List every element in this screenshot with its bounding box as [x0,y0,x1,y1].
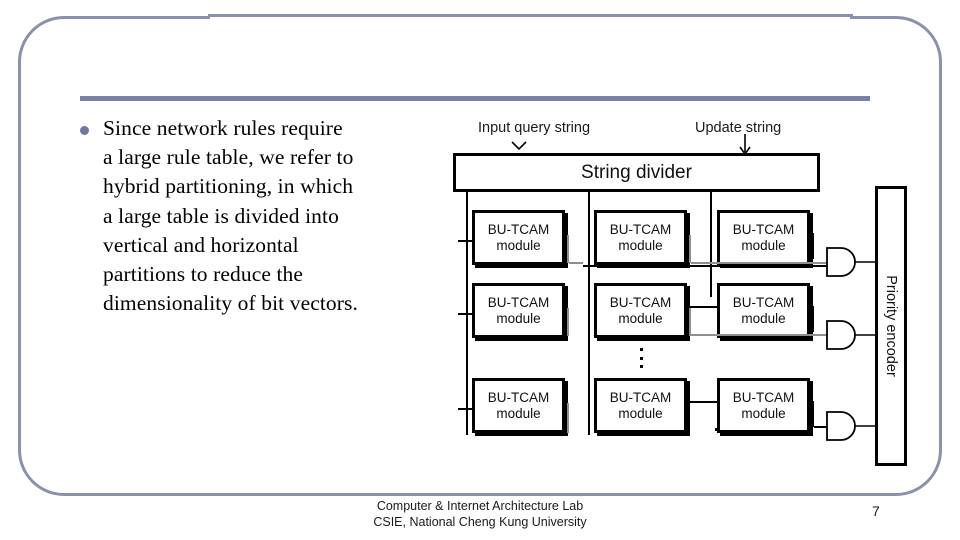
match-wire-r1c1-h [569,262,583,264]
module-label-line1: BU-TCAM [609,389,672,405]
bullet-list-item: Since network rules require a large rule… [80,114,440,318]
module-label-line2: module [496,237,541,253]
title-rule [80,96,870,101]
stub-r3c1 [458,408,474,410]
page-number: 7 [872,503,880,519]
input-query-arrow-icon [511,141,527,151]
module-label-line1: BU-TCAM [609,294,672,310]
bus-col2 [588,192,590,435]
match-wire-r2c1 [567,308,569,336]
match-wire-r2c2 [689,308,691,336]
architecture-diagram: Input query string Update string String … [440,110,940,480]
match-bus-r2 [691,334,831,336]
string-divider-label: String divider [581,161,692,183]
module-label-line2: module [618,310,663,326]
slide-frame-top-line [208,14,853,17]
bus-col3 [710,192,712,297]
footer-text: Computer & Internet Architecture Lab CSI… [373,499,587,529]
and-gate-r3-icon [826,411,875,441]
bu-tcam-module-r3c2: BU-TCAM module [594,378,687,433]
match-wire-r2c3 [812,306,814,332]
bu-tcam-module-r3c3: BU-TCAM module [717,378,810,433]
module-label-line1: BU-TCAM [732,221,795,237]
module-label-line1: BU-TCAM [487,389,550,405]
bu-tcam-module-r2c3: BU-TCAM module [717,283,810,338]
match-wire-r1c2-h [691,262,831,264]
bu-tcam-module-r1c1: BU-TCAM module [472,210,565,265]
bullet-text: Since network rules require a large rule… [103,116,358,316]
priority-encoder-label: Priority encoder [883,275,900,377]
link-r2c2-r2c3 [689,306,719,308]
stub-r2c1 [458,313,474,315]
module-label-line2: module [741,310,786,326]
match-wire-r3c1 [567,403,569,433]
module-label-line1: BU-TCAM [732,294,795,310]
module-label-line2: module [618,237,663,253]
update-string-label: Update string [695,120,782,136]
match-wire-r3c3-h [814,426,828,428]
bu-tcam-module-r1c2: BU-TCAM module [594,210,687,265]
module-label-line2: module [741,237,786,253]
match-wire-r3c3 [812,401,814,427]
module-label-line1: BU-TCAM [487,294,550,310]
module-label-line1: BU-TCAM [609,221,672,237]
stub-r1c1 [458,240,474,242]
match-wire-r1c2 [689,235,691,263]
link-r3c2-r3c3 [689,401,719,403]
module-label-line2: module [496,310,541,326]
module-label-line1: BU-TCAM [487,221,550,237]
module-label-line2: module [496,405,541,421]
module-label-line2: module [741,405,786,421]
module-label-line1: BU-TCAM [732,389,795,405]
input-query-string-label: Input query string [478,120,591,136]
vertical-ellipsis-small-icon [715,428,718,436]
vertical-ellipsis-icon [640,348,643,368]
bu-tcam-module-r1c3: BU-TCAM module [717,210,810,265]
bu-tcam-module-r2c2: BU-TCAM module [594,283,687,338]
match-bus-r1 [583,265,833,267]
match-wire-r1c1 [567,235,569,263]
bu-tcam-module-r3c1: BU-TCAM module [472,378,565,433]
bu-tcam-module-r2c1: BU-TCAM module [472,283,565,338]
and-gate-r1-icon [826,247,875,277]
match-wire-r1c3 [812,233,814,259]
priority-encoder-box: Priority encoder [875,186,907,466]
module-label-line2: module [618,405,663,421]
string-divider-box: String divider [453,153,820,192]
and-gate-r2-icon [826,320,875,350]
bullet-dot-icon [80,126,89,135]
